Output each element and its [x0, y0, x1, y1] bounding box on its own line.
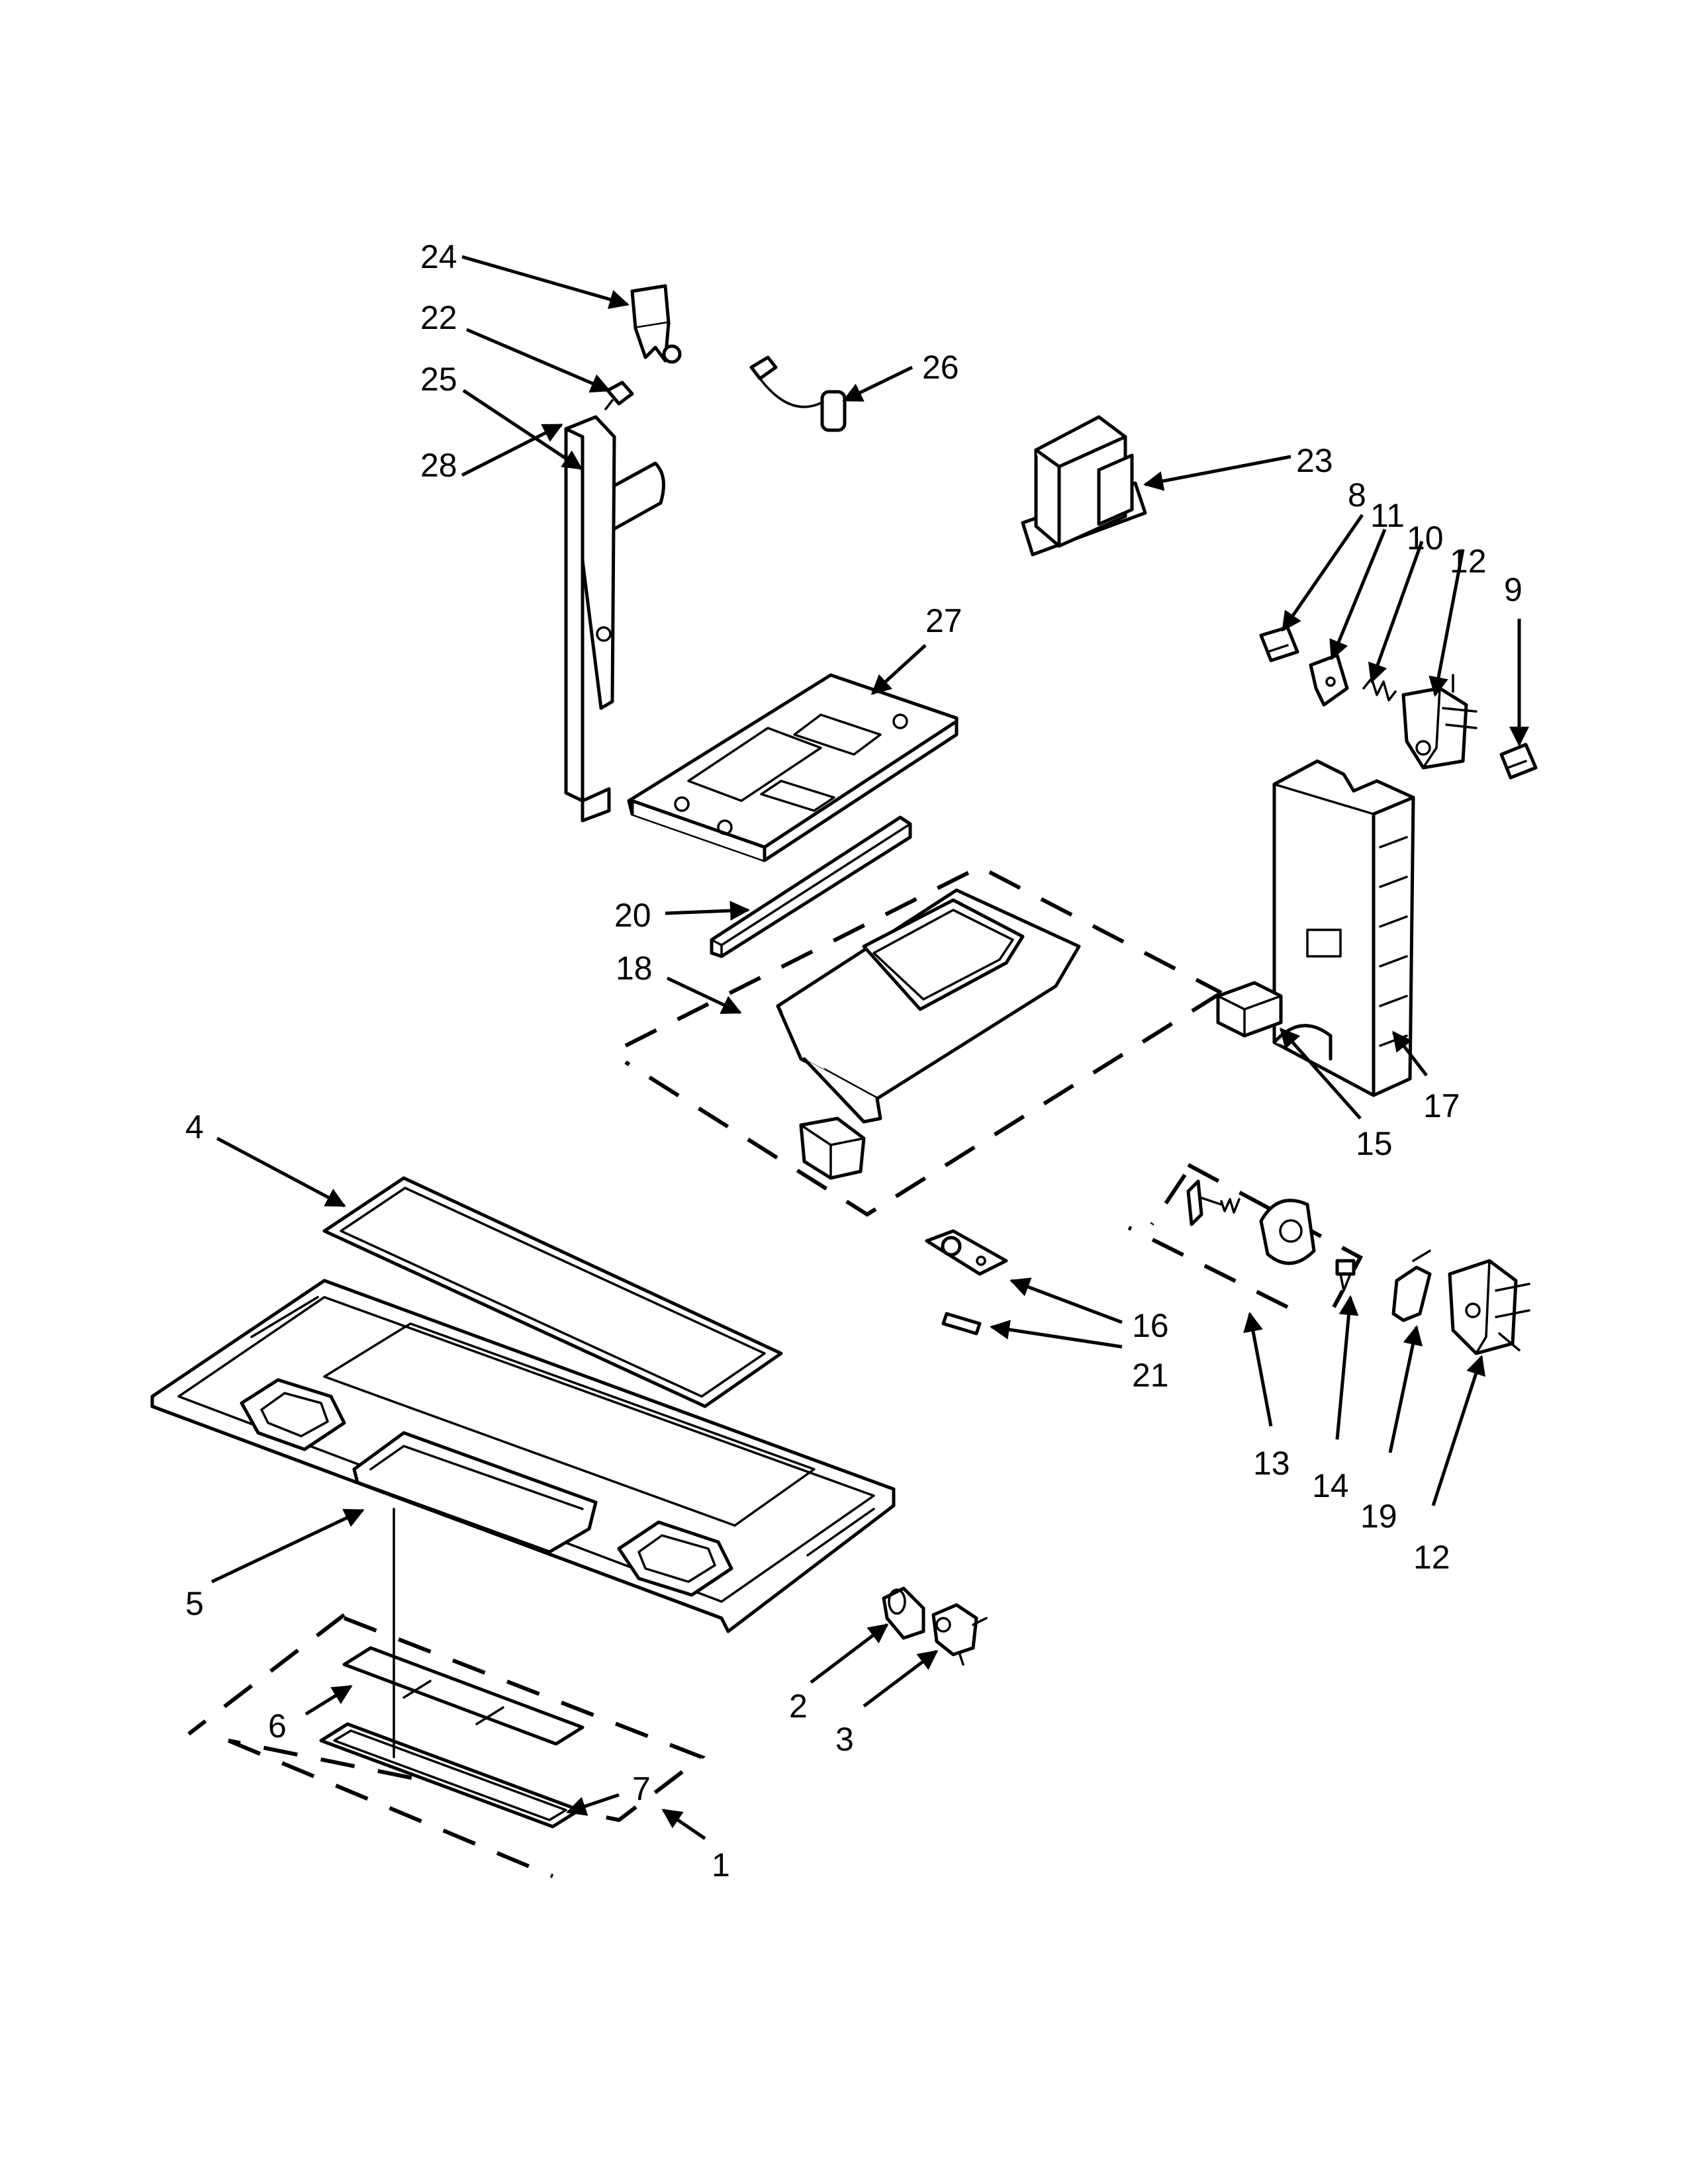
callout-4: 4 [185, 1109, 204, 1146]
part-12-switch-bracket-upper [1401, 674, 1477, 770]
part-20-strip [710, 815, 912, 958]
callout-3: 3 [835, 1721, 854, 1758]
callout-5: 5 [185, 1585, 204, 1622]
part-21-pin [941, 1312, 982, 1336]
callout-1: 1 [712, 1846, 730, 1884]
part-11-actuator [1309, 653, 1349, 707]
part-15-block [1216, 981, 1283, 1038]
callout-17: 17 [1423, 1087, 1460, 1124]
part-10-spring [1362, 677, 1397, 702]
group-1-dashed-outline [187, 1613, 706, 1878]
callout-27: 27 [925, 602, 962, 639]
part-26-thermal-fuse [749, 355, 847, 432]
part-19-switch [1391, 1250, 1432, 1322]
part-23-transformer [1021, 415, 1147, 557]
callout-12-lower: 12 [1413, 1539, 1450, 1576]
part-3-lamp-holder [931, 1603, 988, 1666]
part-4-filter-panel [322, 1176, 783, 1408]
part-8-switch [1259, 625, 1299, 662]
part-16-latch-plate [925, 1229, 1008, 1276]
part-22-fastener [604, 381, 634, 410]
part-28-bracket [564, 415, 616, 823]
callout-26: 26 [922, 349, 959, 386]
part-27-control-plate [627, 673, 959, 862]
callout-8: 8 [1348, 477, 1366, 514]
callout-19: 19 [1360, 1498, 1397, 1535]
part-14-screw [1335, 1259, 1356, 1292]
callout-12-upper: 12 [1450, 543, 1487, 580]
callout-22: 22 [420, 299, 457, 336]
callout-16: 16 [1132, 1307, 1169, 1344]
part-18-clip [799, 1116, 866, 1180]
part-5-bottom-plate [150, 1279, 896, 1633]
callout-labels: 24 22 25 28 26 23 8 11 10 12 9 27 20 18 … [185, 238, 1523, 1884]
callout-6: 6 [268, 1707, 287, 1745]
callout-2: 2 [789, 1688, 808, 1725]
leader-lines [211, 255, 1529, 1841]
group-18-dashed-outline [624, 864, 1223, 1217]
callout-9: 9 [1504, 571, 1523, 608]
callout-18: 18 [616, 950, 653, 987]
callout-21: 21 [1132, 1357, 1169, 1394]
callout-15: 15 [1356, 1125, 1393, 1162]
part-2-lamp-socket [882, 1586, 925, 1640]
part-12-switch-bracket-lower [1448, 1259, 1530, 1355]
part-13-latch [1186, 1179, 1316, 1265]
part-6-lens [342, 1646, 585, 1746]
callout-10: 10 [1407, 520, 1444, 557]
callout-11: 11 [1370, 497, 1405, 534]
callout-28: 28 [420, 447, 457, 484]
callout-24: 24 [420, 238, 457, 275]
part-9-switch [1499, 743, 1538, 780]
part-18-duct [776, 888, 1081, 1124]
callout-13: 13 [1253, 1445, 1290, 1482]
callout-20: 20 [614, 897, 651, 934]
callout-7: 7 [632, 1770, 651, 1807]
callout-14: 14 [1312, 1467, 1349, 1504]
callout-23: 23 [1296, 442, 1333, 479]
callout-25: 25 [420, 361, 457, 398]
part-24-clip [630, 284, 682, 364]
group-13-dashed-outline [1127, 1163, 1364, 1309]
